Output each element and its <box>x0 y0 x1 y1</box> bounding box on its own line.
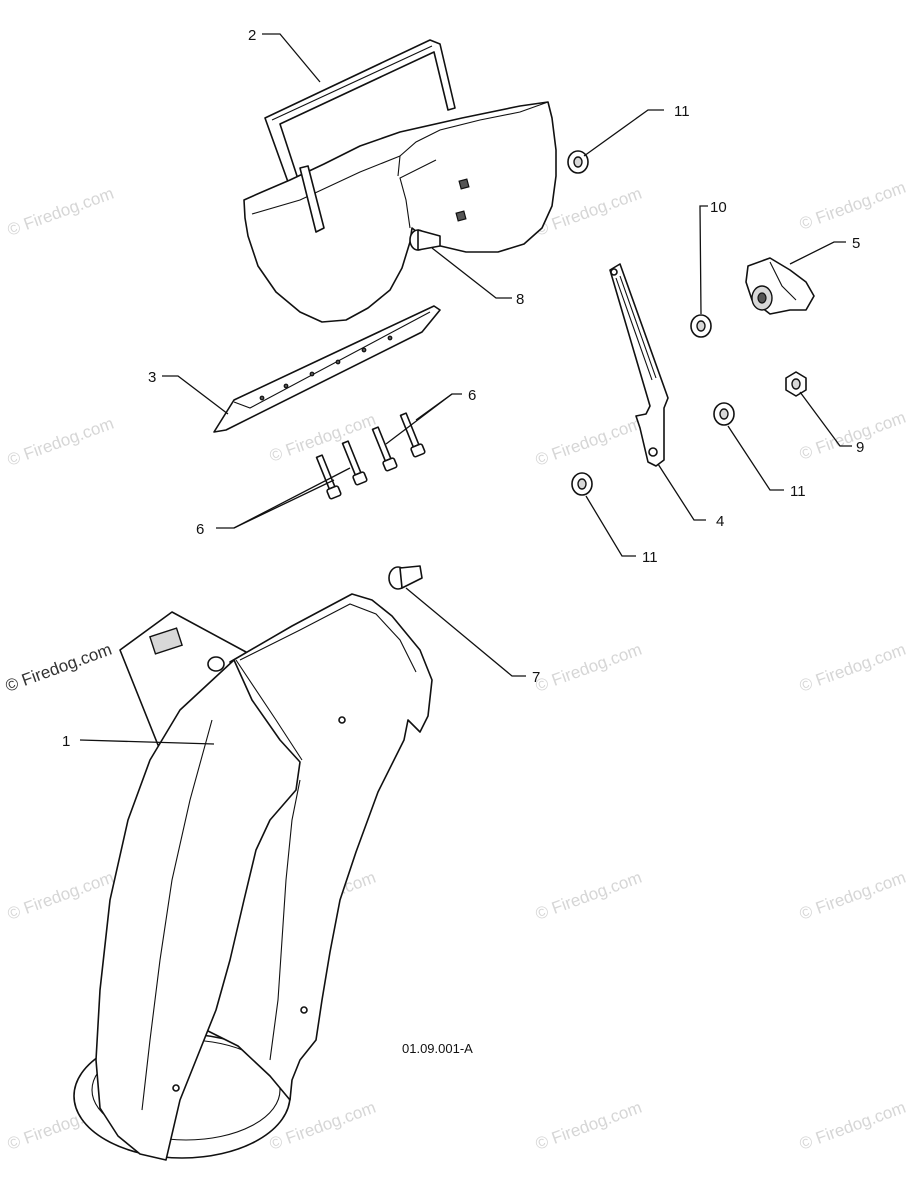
watermark-text: © Firedog.com <box>797 868 908 924</box>
watermark-text: © Firedog.com <box>797 640 908 696</box>
callout-6-lower: 6 <box>196 521 204 538</box>
callout-8: 8 <box>516 291 524 308</box>
watermark-text: © Firedog.com <box>5 868 116 924</box>
rivet-set-part <box>315 412 426 500</box>
callout-3: 3 <box>148 369 156 386</box>
callout-11-top: 11 <box>674 103 690 120</box>
watermark-text: © Firedog.com <box>5 414 116 470</box>
watermark-text: © Firedog.com <box>5 184 116 240</box>
watermark-text: © Firedog.com <box>533 868 644 924</box>
callout-2: 2 <box>248 27 256 44</box>
watermark-text: © Firedog.com <box>533 1098 644 1154</box>
deflector-hood-part <box>243 39 557 323</box>
figure-code: 01.09.001-A <box>402 1041 473 1056</box>
watermark-text: © Firedog.com <box>797 178 908 234</box>
watermark-text: © Firedog.com <box>797 408 908 464</box>
callout-10: 10 <box>710 199 727 216</box>
callout-11-middle: 11 <box>790 483 806 500</box>
watermark-text: © Firedog.com <box>797 1098 908 1154</box>
watermark-text: © Firedog.com <box>533 414 644 470</box>
fastener-set-part <box>567 150 807 496</box>
watermark-text: © Firedog.com <box>3 640 114 696</box>
callout-11-lower: 11 <box>642 549 658 566</box>
knob-part <box>745 257 815 315</box>
callout-4: 4 <box>716 513 724 530</box>
callout-7: 7 <box>532 669 540 686</box>
callout-labels: 2 11 10 5 8 3 6 9 11 4 6 11 7 1 <box>62 27 864 750</box>
callout-1: 1 <box>62 733 70 750</box>
carriage-bolt-part <box>388 565 423 590</box>
discharge-chute-part <box>73 593 433 1161</box>
scraper-blade-part <box>213 305 441 433</box>
callout-6-upper: 6 <box>468 387 476 404</box>
adjustment-bracket-part <box>609 263 669 467</box>
watermark-text: © Firedog.com <box>533 640 644 696</box>
callout-5: 5 <box>852 235 860 252</box>
leader-lines <box>79 33 852 745</box>
callout-9: 9 <box>856 439 864 456</box>
